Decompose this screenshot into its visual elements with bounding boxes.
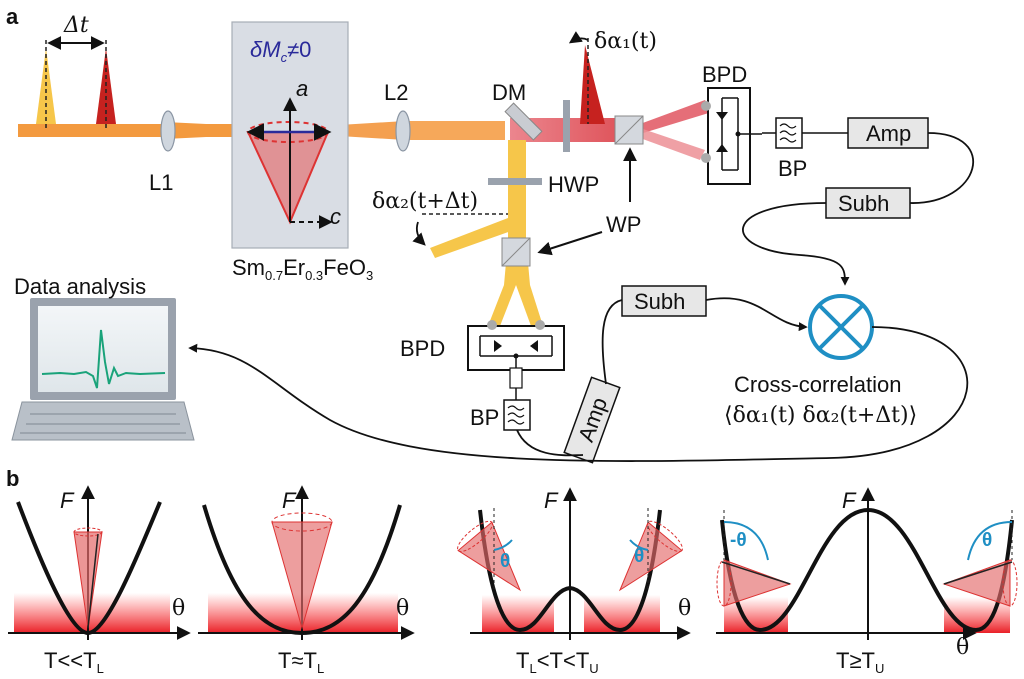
wp-arrow-lower <box>537 231 603 256</box>
panel3-condition: TL<T<TU <box>516 648 599 676</box>
probe-pulse <box>96 40 116 130</box>
panel4-f-label: F <box>842 488 857 513</box>
panel2-condition: T≈TL <box>278 648 324 676</box>
delta-alpha2-label: δα₂(t+Δt) <box>372 189 478 214</box>
lens-l2-label: L2 <box>384 80 408 105</box>
axis-a-label: a <box>296 76 308 101</box>
amp-lower: Amp <box>563 376 621 464</box>
hwp-label: HWP <box>548 172 599 197</box>
bpd-lower <box>467 320 565 392</box>
panel2-theta-label: θ <box>396 596 409 621</box>
panel-b-label: b <box>6 466 19 491</box>
cross-correlation-label: Cross-correlation <box>734 372 902 397</box>
potential-panel-4 <box>716 487 1018 640</box>
dm-label: DM <box>492 80 526 105</box>
bpd-lower-label: BPD <box>400 336 445 361</box>
panel4-neg-theta: -θ <box>730 530 747 551</box>
panel4-condition: T≥TU <box>836 648 884 676</box>
dichroic-mirror <box>504 102 543 141</box>
panel2-f-label: F <box>282 488 297 513</box>
panel3-f-label: F <box>544 488 559 513</box>
bpd-upper <box>701 87 762 185</box>
amp-upper <box>847 117 929 149</box>
panel1-condition: T<<TL <box>44 648 104 676</box>
subh-lower <box>621 285 707 317</box>
panel-a-label: a <box>6 4 19 29</box>
wp-label: WP <box>606 212 641 237</box>
hwp-upper <box>563 100 570 152</box>
amp-upper-label: Amp <box>866 121 911 146</box>
wire-amp-subh-upper <box>909 132 974 204</box>
laptop-icon <box>11 298 195 441</box>
main-beam <box>18 100 712 160</box>
potential-panel-1 <box>8 485 191 640</box>
delta-t-label: Δt <box>63 13 89 38</box>
wire-amp-subh-lower <box>601 299 623 385</box>
wire-bp-amp-lower <box>516 429 584 457</box>
wire-subh-to-correlator-upper <box>742 202 850 286</box>
bpd-upper-label: BPD <box>702 62 747 87</box>
rotated-pulse-1 <box>568 31 605 124</box>
pump-pulse <box>36 40 56 130</box>
panel3-theta-label: θ <box>678 596 691 621</box>
panel3-theta-right: θ <box>634 546 644 567</box>
wollaston-prism-lower <box>501 237 531 267</box>
potential-panel-3 <box>457 487 691 640</box>
panel3-theta-left: θ <box>500 551 510 572</box>
sample-condition: δMc≠0 <box>250 37 311 65</box>
lens-l1 <box>160 110 176 152</box>
rotated-pulse-2 <box>412 213 514 258</box>
panel1-theta-label: θ <box>172 596 185 621</box>
bp-lower-label: BP <box>470 405 499 430</box>
data-analysis-label: Data analysis <box>14 274 146 299</box>
subh-upper-label: Subh <box>838 191 889 216</box>
sample-formula: Sm0.7Er0.3FeO3 <box>232 255 373 283</box>
bp-upper-label: BP <box>778 156 807 181</box>
subh-lower-label: Subh <box>634 289 685 314</box>
panel4-theta-label: θ <box>956 635 969 660</box>
lens-l1-label: L1 <box>149 170 173 195</box>
panel4-theta: θ <box>982 530 992 551</box>
potential-panel-2 <box>198 485 415 640</box>
bp-filter-lower <box>503 399 531 431</box>
delta-alpha1-label: δα₁(t) <box>594 29 657 54</box>
correlation-formula: ⟨δα₁(t) δα₂(t+Δt)⟩ <box>724 403 917 428</box>
bp-filter-upper <box>775 117 803 149</box>
panel1-f-label: F <box>60 488 75 513</box>
spin-cone <box>246 97 333 229</box>
hwp-lower <box>488 178 542 185</box>
cross-correlator-icon <box>808 294 874 360</box>
lens-l2 <box>395 110 411 152</box>
axis-c-label: c <box>330 204 341 229</box>
wire-subh-to-correlator-lower <box>705 297 808 332</box>
wire-correlator-to-laptop <box>188 326 969 462</box>
wollaston-prism-upper <box>614 115 644 145</box>
